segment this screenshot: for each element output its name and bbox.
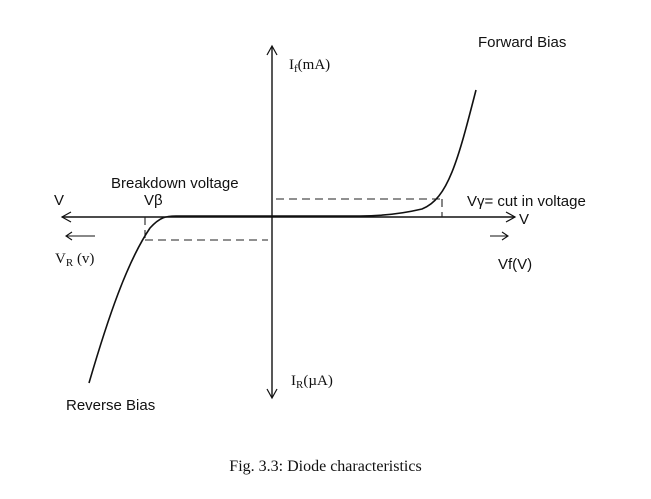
- direction-arrows: [65, 231, 509, 241]
- vf-axis-label: Vf(V): [498, 256, 532, 273]
- forward-bias-label: Forward Bias: [478, 34, 566, 51]
- diode-curve: [88, 89, 477, 384]
- v-beta-label: Vβ: [144, 192, 163, 209]
- vf-arrowhead-icon: [501, 231, 509, 241]
- reverse-bias-label: Reverse Bias: [66, 397, 155, 414]
- axis-arrowheads: [60, 44, 517, 400]
- if-axis-label: If(mA): [289, 57, 330, 75]
- axes: [62, 47, 515, 397]
- ir-axis-unit: (µA): [303, 373, 332, 389]
- up-arrow-icon: [266, 44, 278, 56]
- vr-axis-symbol: V: [55, 251, 66, 267]
- cut-in-voltage-label: Vγ= cut in voltage: [467, 193, 586, 210]
- right-arrow-icon: [505, 211, 517, 223]
- if-axis-subscript: f: [294, 63, 298, 75]
- vr-axis-subscript: R: [66, 257, 74, 269]
- vr-axis-unit: (v): [73, 251, 94, 267]
- figure-caption: Fig. 3.3: Diode characteristics: [229, 458, 422, 475]
- vr-axis-label: VR (v): [55, 251, 94, 269]
- left-arrow-icon: [60, 211, 72, 223]
- if-axis-symbol: I: [289, 57, 294, 73]
- breakdown-voltage-label: Breakdown voltage: [111, 175, 239, 192]
- ir-axis-label: IR(µA): [291, 373, 333, 391]
- if-axis-unit: (mA): [298, 57, 331, 73]
- vr-arrowhead-icon: [65, 231, 73, 241]
- down-arrow-icon: [266, 388, 278, 400]
- ir-axis-symbol: I: [291, 373, 296, 389]
- v-right-label: V: [519, 211, 529, 228]
- guide-lines: [144, 198, 443, 241]
- ir-axis-subscript: R: [296, 379, 304, 391]
- v-left-label: V: [54, 192, 64, 209]
